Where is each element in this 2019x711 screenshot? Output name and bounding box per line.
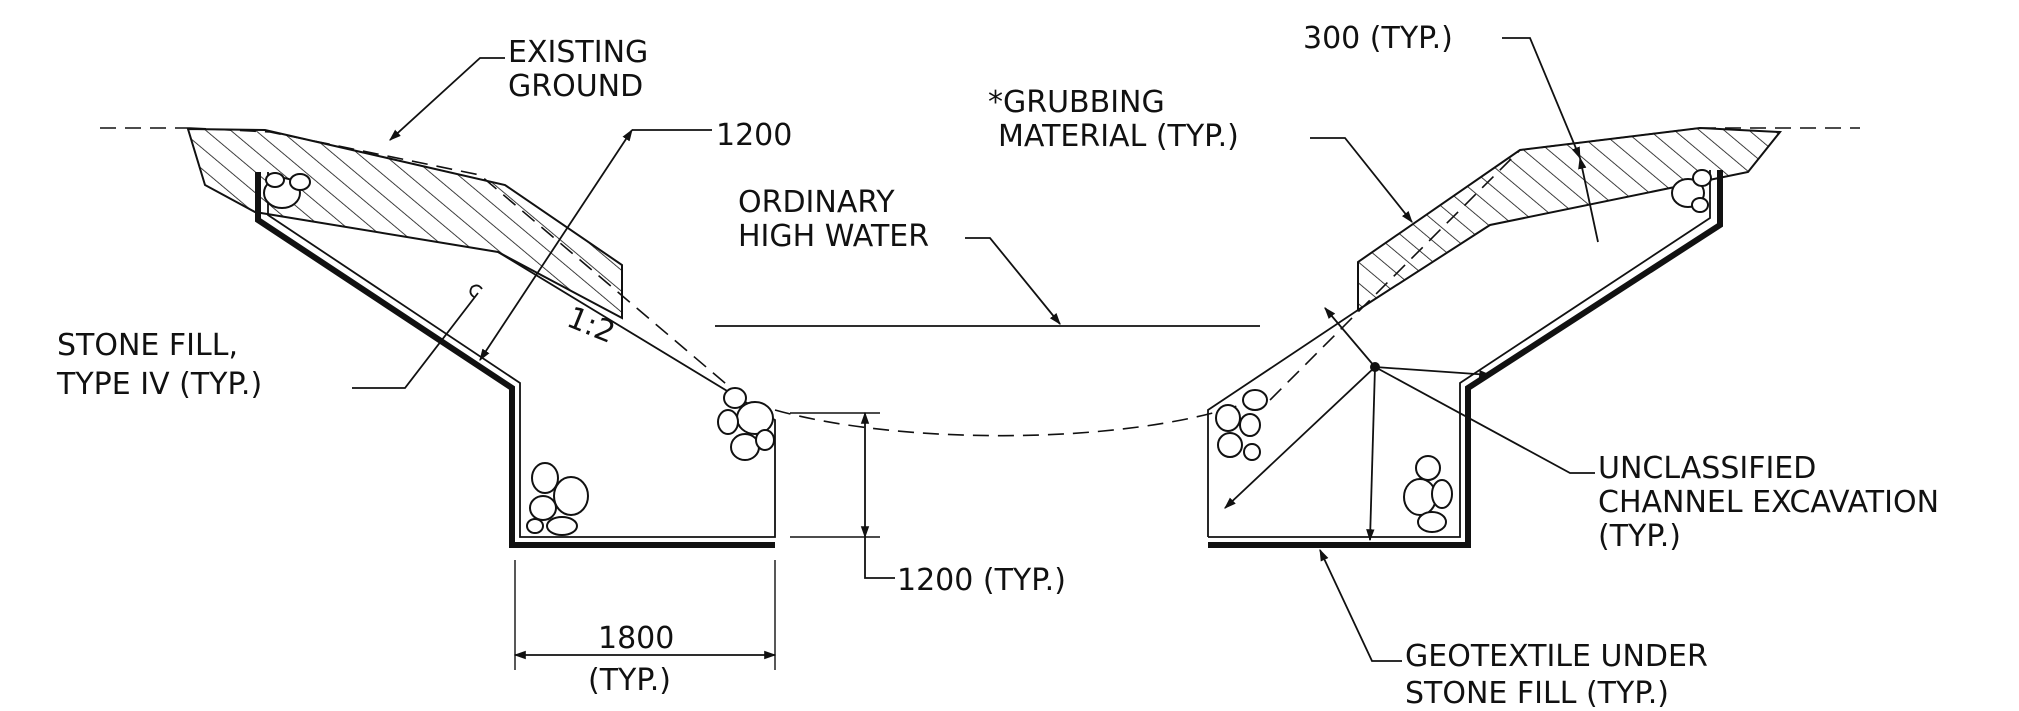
- existing-ground-leader: [389, 57, 505, 141]
- svg-text:*GRUBBING: *GRUBBING: [988, 85, 1165, 120]
- rocks-right-top: [1671, 169, 1712, 213]
- svg-text:GROUND: GROUND: [508, 69, 643, 104]
- grubbing-material-left: [186, 127, 623, 320]
- svg-text:(TYP.): (TYP.): [1598, 519, 1681, 554]
- svg-text:STONE FILL,: STONE FILL,: [57, 328, 238, 363]
- dim-1200-slope-label: 1200: [716, 118, 792, 153]
- stone-fill-leader: [352, 292, 479, 389]
- svg-text:GEOTEXTILE UNDER: GEOTEXTILE UNDER: [1405, 639, 1708, 674]
- existing-ground-label: EXISTING GROUND: [508, 35, 648, 104]
- thickness-300-leader: [1502, 37, 1581, 160]
- dim-1200-slope-line: [479, 128, 633, 362]
- geotextile-label: GEOTEXTILE UNDER STONE FILL (TYP.): [1405, 639, 1708, 711]
- geotextile-leader: [1319, 548, 1402, 662]
- stone-fill-label: STONE FILL, TYPE IV (TYP.): [56, 328, 262, 402]
- svg-text:CHANNEL EXCAVATION: CHANNEL EXCAVATION: [1598, 485, 1939, 520]
- svg-text:STONE FILL (TYP.): STONE FILL (TYP.): [1405, 676, 1669, 711]
- svg-text:ORDINARY: ORDINARY: [738, 185, 895, 220]
- rocks-right-bottom: [1403, 455, 1453, 533]
- ohw-leader: [965, 237, 1061, 325]
- rocks-left-bottom: [526, 462, 589, 536]
- svg-text:1800: 1800: [598, 621, 674, 656]
- grubbing-material-label: *GRUBBING MATERIAL (TYP.): [988, 85, 1239, 154]
- dim-1800-label: 1800 (TYP.): [588, 621, 674, 698]
- rocks-left-toe: [717, 387, 775, 461]
- svg-text:HIGH WATER: HIGH WATER: [738, 219, 929, 254]
- svg-text:EXISTING: EXISTING: [508, 35, 648, 70]
- thickness-300-label: 300 (TYP.): [1303, 21, 1453, 56]
- unclassified-leader: [1374, 366, 1595, 474]
- rocks-right-toe: [1215, 389, 1268, 461]
- rocks-left-top: [263, 172, 311, 209]
- svg-text:TYPE IV (TYP.): TYPE IV (TYP.): [56, 367, 262, 402]
- grubbing-leader: [1310, 137, 1413, 223]
- ordinary-high-water-label: ORDINARY HIGH WATER: [738, 185, 929, 254]
- svg-text:UNCLASSIFIED: UNCLASSIFIED: [1598, 451, 1816, 486]
- stone-fill-outline-left[interactable]: [255, 172, 775, 548]
- dim-1200-depth-label: 1200 (TYP.): [897, 563, 1066, 598]
- unclassified-excavation-label: UNCLASSIFIED CHANNEL EXCAVATION (TYP.): [1598, 451, 1939, 554]
- svg-text:(TYP.): (TYP.): [588, 663, 671, 698]
- channel-bottom-dashed: [774, 404, 1241, 437]
- svg-text:MATERIAL (TYP.): MATERIAL (TYP.): [998, 119, 1239, 154]
- grubbing-material-right: [1357, 126, 1783, 312]
- stone-fill-outline-right[interactable]: [1208, 170, 1723, 548]
